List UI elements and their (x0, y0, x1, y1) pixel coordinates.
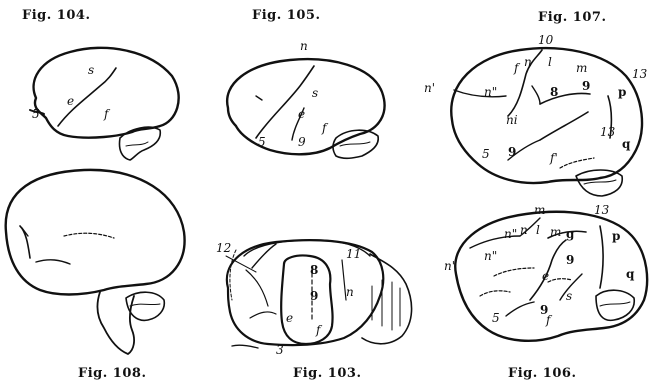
fig-107-label-p: p (618, 85, 626, 99)
fig-106-label-e: e (542, 269, 549, 283)
fig-104-brain: s e f 5 (30, 48, 179, 160)
fig-106-label-n-prime: n' (444, 259, 455, 273)
fig-103-label-3: 3 (276, 343, 284, 357)
fig-103-label-f: f (315, 323, 323, 337)
fig-103-label-e: e (286, 311, 293, 325)
fig-107-label-f: f (513, 61, 521, 75)
fig-107-label-l: l (548, 55, 552, 69)
fig-103-label-9: 9 (310, 289, 318, 303)
fig-105-label-5: 5 (258, 135, 266, 149)
fig-104-label-5: 5 (32, 107, 40, 121)
fig-107-label-8: 8 (550, 85, 558, 99)
fig-107-label-13b: 13 (600, 125, 616, 139)
fig-106-label-p: p (612, 229, 620, 243)
fig-105-label-e: e (298, 107, 305, 121)
fig-106-label-m: m (550, 225, 561, 239)
fig-107-label-9a: 9 (582, 79, 590, 93)
fig-106-label-n: n (520, 223, 528, 237)
fig-105-label-9: 9 (298, 135, 306, 149)
fig-107-label-f-prime: f' (549, 151, 558, 165)
fig-103-label-8: 8 (310, 263, 318, 277)
fig-103-brain: 12 11 8 9 n e f 3 (216, 240, 412, 357)
fig-106-brain: m 13 n" n l m g p n' n" e 9 s f 9 5 q (444, 203, 647, 341)
fig-106-label-9a: 9 (566, 253, 574, 267)
fig-104-label-s: s (88, 63, 94, 77)
fig-106-label-q: q (626, 267, 635, 281)
fig-106-label-l: l (536, 223, 540, 237)
fig-105-brain: n s e f 5 9 (227, 39, 384, 158)
fig-107-label-9b: 9 (508, 145, 516, 159)
fig-106-label-n-dbl: n" (504, 227, 517, 241)
fig-105-label-n: n (300, 39, 308, 53)
fig-107-label-5: 5 (482, 147, 490, 161)
fig-103-label-11: 11 (346, 247, 361, 261)
fig-103-label-12: 12 (216, 241, 231, 255)
fig-105-label-s: s (312, 86, 318, 100)
fig-107-label-ni: ni (506, 113, 518, 127)
fig-107-label-10: 10 (538, 33, 554, 47)
fig-107-label-n-dbl: n" (484, 85, 497, 99)
fig-104-label-f: f (103, 107, 111, 121)
fig-107-label-q: q (622, 137, 631, 151)
fig-106-label-m-top: m (534, 203, 545, 217)
fig-106-label-n-dbl-2: n" (484, 249, 497, 263)
fig-104-label-e: e (67, 94, 74, 108)
fig-107-label-13a: 13 (632, 67, 648, 81)
fig-107-label-m: m (576, 61, 587, 75)
fig-106-label-9b: 9 (540, 303, 548, 317)
fig-103-label-n: n (346, 285, 354, 299)
fig-106-label-g: g (566, 227, 575, 241)
fig-106-label-13: 13 (594, 203, 610, 217)
fig-107-label-n: n (524, 55, 532, 69)
fig-106-label-s: s (566, 289, 572, 303)
fig-105-label-f: f (321, 121, 329, 135)
fig-108-brain (6, 170, 185, 354)
fig-107-brain: n' n" n 10 l f m 8 9 13 p ni 13 5 9 q f' (424, 33, 648, 196)
fig-106-label-5: 5 (492, 311, 500, 325)
fig-107-label-n-prime: n' (424, 81, 435, 95)
